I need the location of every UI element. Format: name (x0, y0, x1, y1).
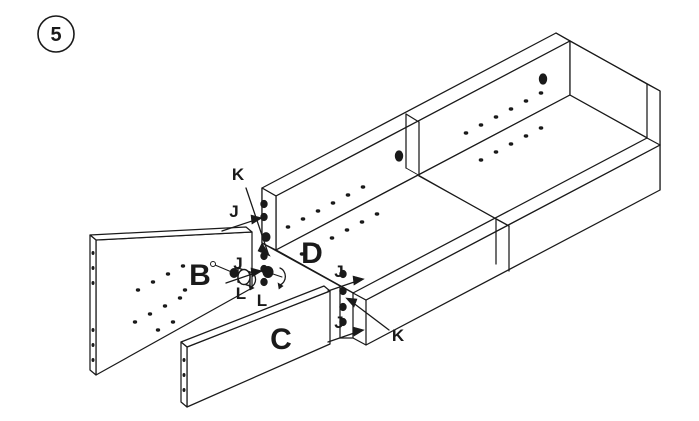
label-j-4-arrow (352, 326, 365, 337)
label-j-1-text: J (229, 202, 238, 221)
cabinet-front-dowels (339, 269, 347, 327)
panel-b-left-edge (89, 234, 97, 376)
panel-c (180, 285, 331, 408)
panel-c-end-holes (182, 358, 186, 392)
part-label-c: C (270, 323, 292, 356)
divider-cam-hole-left (394, 150, 404, 162)
label-k-bottom-leader (351, 301, 390, 331)
label-k-bottom-group: K (345, 297, 405, 345)
divider-floor-edge-2 (405, 167, 497, 220)
step-number-text: 5 (50, 24, 61, 46)
cabinet-bottom-left-front-edge (261, 242, 341, 287)
label-j-3-text: J (334, 262, 343, 281)
panel-b-hole-row-lower (132, 296, 183, 332)
divider-cam-hole-right (538, 73, 548, 85)
label-j-3-group: J (327, 262, 365, 292)
divider-front-top (495, 218, 510, 227)
label-j-2-text: J (233, 254, 242, 273)
label-j-4-group: J (327, 313, 365, 343)
label-j-4-text: J (334, 313, 343, 332)
label-l-1-text: L (236, 284, 246, 303)
label-k-top-arrow (257, 242, 271, 257)
panel-b-end-holes (91, 251, 95, 362)
cabinet-carcass-d (260, 32, 661, 346)
label-j-3-arrow (352, 275, 365, 286)
part-label-b: B (189, 259, 211, 292)
step-number-circle (37, 15, 75, 53)
cabinet-back-hole-row-right (463, 91, 544, 162)
label-l-2-text: L (257, 291, 267, 310)
label-k-bottom-arrow (345, 297, 358, 308)
label-j-2-group: J (225, 254, 263, 284)
panel-b-hole-row-upper (135, 264, 188, 292)
cabinet-back-hole-row-left (285, 185, 380, 256)
label-k-bottom-text: K (392, 326, 405, 345)
label-j-1-arrow (250, 214, 263, 225)
label-l-1-group: L (236, 284, 246, 303)
label-j-1-group: J (221, 202, 263, 232)
cabinet-divider (405, 113, 510, 272)
cabinet-front-top-edge (352, 137, 661, 301)
divider-top-edge (405, 113, 420, 123)
step-number-badge: 5 (37, 15, 75, 53)
cam-lock-2-icon (262, 266, 286, 290)
label-l-2-group: L (257, 291, 267, 310)
label-k-top-text: K (232, 165, 245, 184)
label-j-2-arrow (250, 267, 263, 278)
part-label-d: D (301, 237, 323, 270)
